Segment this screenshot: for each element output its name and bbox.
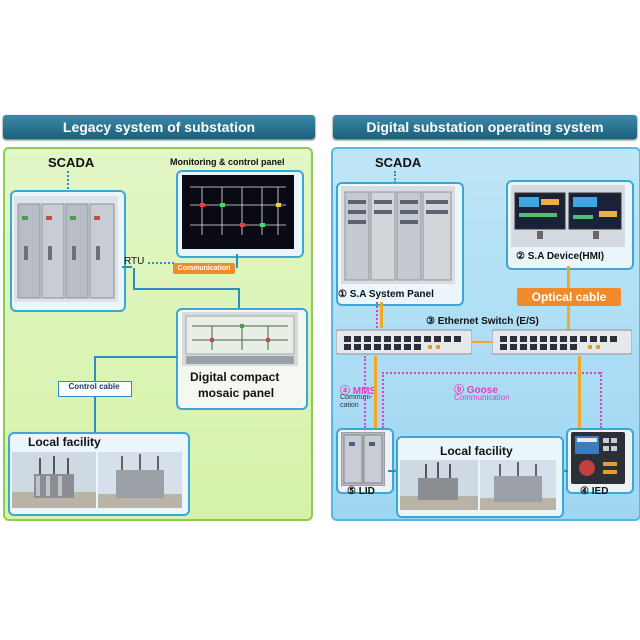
mms-label: ⓐ MMS — [340, 386, 377, 397]
right-facility-photo-1 — [400, 460, 478, 510]
lid-cabinet — [340, 431, 386, 487]
scada-cabinet-photo — [14, 196, 118, 302]
sa-device-image — [511, 185, 625, 247]
sa-device-label: ② S.A Device(HMI) — [516, 251, 605, 262]
mms-sub-label: Communi- cation — [340, 394, 373, 409]
switch-to-ied-line — [578, 356, 581, 428]
goose-dotted-horizontal — [382, 372, 600, 374]
digital-scada-label: SCADA — [375, 155, 422, 170]
comm-to-monitor-line — [236, 254, 238, 268]
control-screen-image — [182, 175, 294, 249]
substation-photo-icon — [98, 452, 182, 508]
server-racks-photo — [341, 186, 455, 284]
optical-cable-tag — [517, 288, 621, 306]
switch-device-icon — [335, 329, 473, 355]
legacy-title-bar: Legacy system of substation — [3, 115, 315, 139]
mosaic-panel-photo — [182, 312, 298, 366]
ied-label: ④ IED — [580, 486, 609, 497]
optical-cable-label: Optical cable — [531, 290, 607, 304]
left-facility-photo-2 — [98, 452, 182, 508]
mosaic-label-1: Digital compact — [190, 370, 280, 384]
monitoring-panel-label: Monitoring & control panel — [170, 157, 285, 167]
digital-scada-dotted-line — [394, 171, 396, 183]
mms-dotted-vertical — [364, 356, 366, 428]
digital-title-bar: Digital substation operating system — [333, 115, 637, 139]
ied-relay-icon — [571, 432, 625, 484]
switch-device-icon — [491, 329, 633, 355]
switch-link-line — [472, 341, 492, 343]
lid-to-facility-line — [388, 470, 398, 472]
mosaic-label-2: mosaic panel — [198, 386, 275, 400]
sa-panel-to-switch-orange — [380, 302, 383, 328]
control-cable-tag-box — [58, 381, 132, 397]
ethernet-switch-2 — [491, 328, 633, 356]
ied-device — [571, 432, 625, 484]
left-local-facility-label: Local facility — [28, 435, 101, 449]
sa-panel-to-switch-dotted — [376, 302, 378, 328]
lid-label: ⑤ LID — [347, 486, 375, 497]
goose-dotted-right — [600, 372, 602, 428]
rtu-comm-dotted-line — [148, 262, 174, 270]
legacy-scada-dotted-line — [67, 171, 69, 193]
legacy-title: Legacy system of substation — [62, 119, 256, 135]
transformer-photo-icon — [12, 452, 96, 508]
rtu-to-scada-line — [122, 266, 132, 268]
switch-to-lid-line — [374, 356, 377, 428]
monitoring-panel-screen — [182, 175, 294, 249]
right-facility-photo-2 — [480, 460, 556, 510]
communication-tag: Communication — [173, 263, 235, 274]
legacy-scada-label: SCADA — [48, 155, 95, 170]
lid-cabinet-icon — [340, 431, 386, 487]
ethernet-switch-label: ③ Ethernet Switch (E/S) — [426, 316, 539, 327]
mosaic-to-cable-line — [94, 356, 178, 358]
rtu-horizontal-line — [133, 288, 239, 290]
goose-sub-label: Communication — [454, 393, 510, 402]
transformer-photo-icon — [400, 460, 478, 510]
hmi-monitors-photo — [511, 185, 625, 247]
ethernet-switch-1 — [335, 328, 473, 356]
goose-label: ⓑ Goose — [454, 385, 498, 396]
legacy-scada-cabinets — [14, 196, 118, 302]
rtu-label: RTU — [124, 256, 145, 267]
mosaic-panel-image — [182, 312, 298, 366]
control-cable-label: Control cable — [68, 382, 120, 391]
rtu-down-line — [133, 268, 135, 290]
goose-dotted-left — [382, 372, 384, 428]
sa-system-panel-image — [341, 186, 455, 284]
substation-photo-icon — [480, 460, 556, 510]
right-local-facility-label: Local facility — [440, 444, 513, 458]
sa-system-panel-label: ① S.A System Panel — [338, 289, 434, 300]
digital-title: Digital substation operating system — [366, 119, 604, 135]
left-facility-photo-1 — [12, 452, 96, 508]
rtu-mosaic-connector — [238, 288, 240, 310]
